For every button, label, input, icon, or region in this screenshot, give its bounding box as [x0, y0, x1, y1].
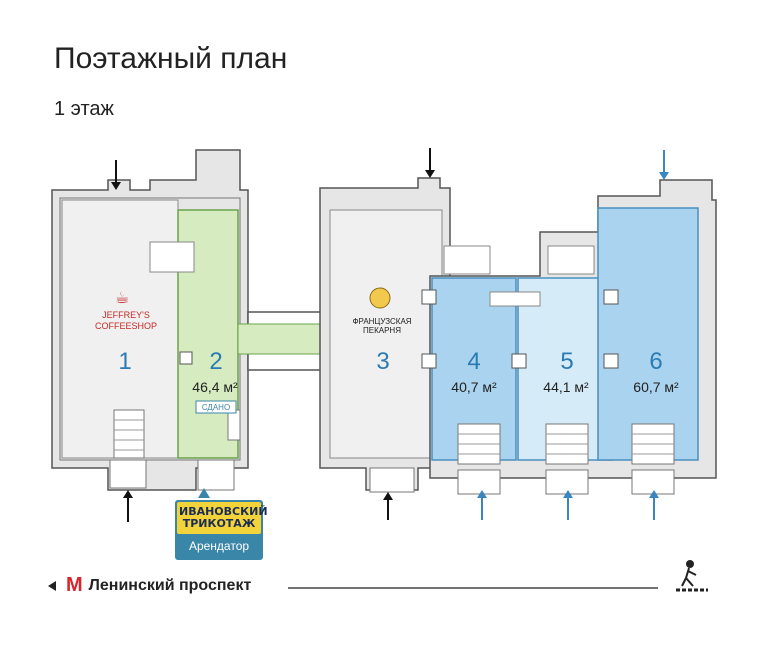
unit-1-number: 1	[118, 348, 131, 375]
unit-2-number: 2	[209, 348, 222, 375]
unit-2-status-label: СДАНО	[202, 403, 230, 412]
bakery-logo-line2: ПЕКАРНЯ	[363, 326, 401, 335]
tenant-logo-line1: ИВАНОВСКИЙ	[179, 505, 268, 518]
tenant-role-label: Арендатор	[188, 539, 250, 553]
unit-2-entrance	[197, 459, 235, 491]
unit-2-status-badge	[195, 400, 237, 414]
street-name: Ленинский проспект	[88, 576, 252, 594]
unit-5-area-label: 44,1 м²	[543, 379, 589, 395]
tenant-logo: ИВАНОВСКИЙ ТРИКОТАЖ	[177, 502, 268, 534]
unit-6-number: 6	[649, 348, 662, 375]
unit-3-number: 3	[376, 348, 389, 375]
metro-icon: М	[66, 574, 83, 596]
bakery-logo-line1: ФРАНЦУЗСКАЯ	[352, 317, 411, 326]
tenant-badge: ИВАНОВСКИЙ ТРИКОТАЖ Арендатор	[175, 500, 268, 560]
unit-2-area-label: 46,4 м²	[192, 379, 238, 395]
unit-5-number: 5	[560, 348, 573, 375]
unit-3-area[interactable]	[329, 209, 443, 459]
unit-6-area-label: 60,7 м²	[633, 379, 679, 395]
unit-1-entrance	[109, 459, 147, 489]
page-title: Поэтажный план	[54, 42, 288, 75]
entrance-arrow-icon	[111, 148, 669, 522]
stairs	[113, 409, 145, 459]
unit-4-number: 4	[467, 348, 480, 375]
pedestrian-icon	[681, 560, 697, 587]
unit-6-area[interactable]	[597, 207, 699, 461]
jeffreys-logo-line1: JEFFREY'S	[102, 310, 150, 320]
direction-arrow-icon	[48, 580, 56, 591]
coffee-cup-icon: ☕	[115, 288, 129, 307]
jeffreys-logo-line2: COFFEESHOP	[95, 321, 157, 331]
bakery-logo-icon	[369, 287, 391, 309]
unit-4-area-label: 40,7 м²	[451, 379, 497, 395]
unit-3-entrance	[369, 467, 415, 493]
tenant-logo-line2: ТРИКОТАЖ	[182, 517, 256, 530]
restroom	[149, 241, 195, 273]
street-label: М Ленинский проспект	[48, 574, 251, 597]
floor-label: 1 этаж	[54, 98, 114, 120]
